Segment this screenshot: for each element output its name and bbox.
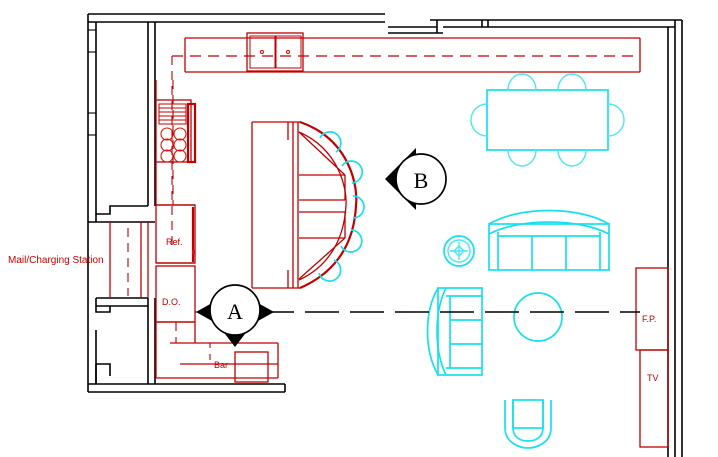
side-table-cross (450, 242, 468, 260)
loveseat-body (437, 287, 483, 376)
dining-chair-top-1 (507, 73, 537, 91)
range-and-oven-unit (155, 99, 197, 164)
sink-outer (246, 32, 304, 72)
bar-stool-3 (352, 195, 365, 219)
marker-b-label: B (414, 168, 429, 193)
dining-chair-bottom-2 (557, 149, 587, 167)
tv-unit-body (639, 349, 669, 448)
burner-2 (173, 127, 187, 141)
armchair (504, 399, 552, 449)
sofa-back-outer (488, 209, 610, 225)
coffee-table-round (513, 292, 563, 342)
sofa-back-inner (488, 221, 610, 235)
wall-jamb-upper (95, 205, 148, 215)
sink-drain-left (259, 49, 265, 55)
bar-stool-5 (318, 259, 342, 282)
loveseat-back-outer (426, 287, 439, 376)
dining-table (486, 89, 609, 151)
sink-basin-right (275, 35, 302, 69)
bar-stool-4 (340, 229, 363, 253)
sofa-three-seat (488, 209, 610, 271)
island-detail-diag-bottom (298, 237, 346, 280)
bar-stool-2 (341, 160, 364, 184)
side-table-diamond (453, 245, 465, 257)
fireplace-body (635, 267, 669, 351)
burner-5 (160, 149, 174, 163)
dining-chair-top-2 (557, 73, 587, 91)
refrigerator-handle (192, 250, 195, 255)
burner-4 (173, 138, 187, 152)
mail-charging-station-counter (109, 222, 149, 298)
island-curved-counter (299, 120, 358, 290)
side-table-inner (447, 239, 471, 263)
loveseat-back-inner (436, 287, 447, 376)
bar-stool-1 (319, 131, 342, 153)
living-room-furniture (426, 209, 610, 449)
dining-chair-left (470, 103, 488, 137)
marker-a-arrow-right (258, 303, 274, 321)
marker-b-circle (395, 153, 447, 205)
bar-fixture (234, 351, 269, 383)
fireplace-tv-wall: F.P. TV (635, 267, 669, 448)
section-marker-a[interactable]: A (196, 284, 274, 347)
double-oven-unit: D.O. (155, 262, 196, 323)
sofa-body (488, 223, 610, 271)
marker-a-arrow-left (196, 303, 212, 321)
armchair-outer (504, 400, 552, 449)
loveseat-vertical (426, 287, 483, 376)
double-oven-label: D.O. (162, 297, 181, 307)
armchair-inner (512, 400, 544, 442)
side-table (443, 235, 475, 267)
bar-stools (318, 131, 365, 282)
fireplace-label: F.P. (642, 314, 656, 324)
refrigerator-label: Ref. (166, 237, 183, 247)
sink-double-basin (246, 32, 304, 72)
sink-basin-left (249, 35, 276, 69)
tv-label: TV (647, 373, 659, 383)
wall-bottom-notch (96, 363, 111, 376)
sink-drain-right (285, 49, 291, 55)
marker-a-circle (209, 284, 261, 336)
kitchen-island (251, 120, 358, 290)
wall-structure (87, 13, 683, 457)
refrigerator-body (155, 204, 196, 264)
mail-charging-station-label: Mail/Charging Station (8, 255, 104, 266)
double-oven-body (155, 265, 196, 323)
burner-6 (173, 149, 187, 163)
dining-set (470, 73, 625, 167)
island-detail-diag-top (298, 131, 346, 176)
burner-1 (160, 127, 174, 141)
dining-chair-bottom-1 (507, 149, 537, 167)
island-curved-inner (298, 131, 347, 281)
lower-cabinet-dash-run (176, 342, 211, 360)
section-marker-b[interactable]: B (385, 148, 447, 210)
burner-3 (160, 138, 174, 152)
bar-label: Bar (214, 360, 228, 370)
dining-chair-right (607, 103, 625, 137)
side-table-outer (443, 235, 475, 267)
armchair-seat (512, 399, 544, 429)
kitchen-casework: Ref. D.O. Bar Mail/Charging Station (8, 32, 641, 383)
range-side-panel (186, 102, 197, 164)
marker-a-label: A (227, 299, 243, 324)
refrigerator-unit: Ref. (155, 204, 196, 264)
wall-jamb-lower (95, 298, 111, 313)
